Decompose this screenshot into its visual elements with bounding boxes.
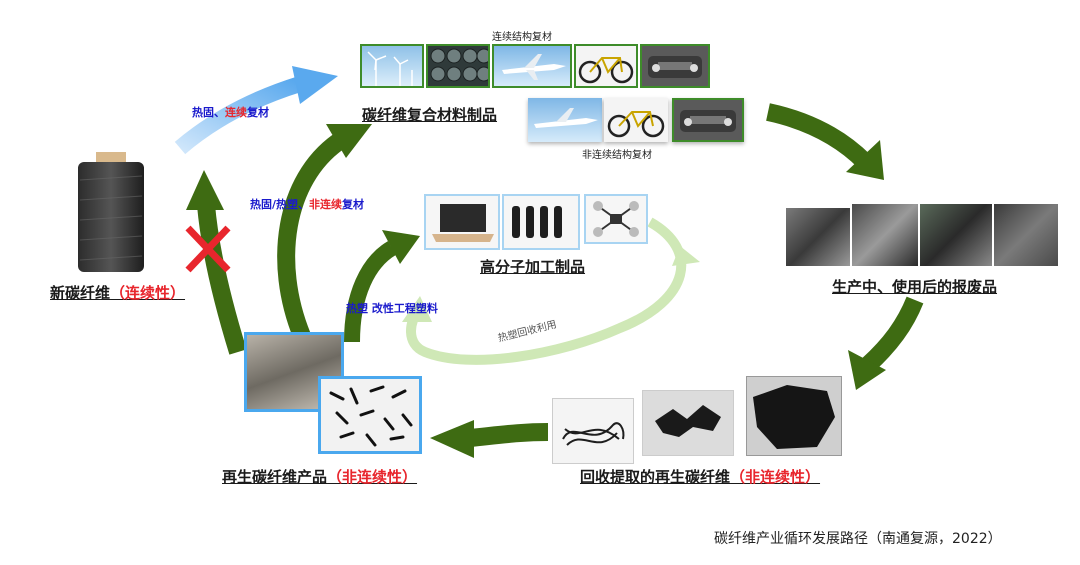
bicycle-icon	[574, 44, 638, 88]
arrow-recycled-to-top-left	[197, 204, 247, 355]
laptop-icon	[424, 194, 500, 250]
car-icon-2	[672, 98, 744, 142]
fiber-bundle-icon	[552, 398, 634, 464]
recovered-cf-label: 回收提取的再生碳纤维（非连续性）	[580, 468, 821, 486]
figure-caption: 碳纤维产业循环发展路径（南通复源，2022）	[714, 531, 1002, 547]
fiber-bundle-icon-2	[642, 390, 734, 456]
arrow-thermoplastic-loop	[406, 217, 687, 365]
arrow-recovered-to-recycled	[469, 423, 549, 447]
route3-label: 热塑 改性工程塑料	[346, 302, 438, 315]
arrow-composite-to-scrap	[766, 103, 872, 169]
arrow-scrap-to-recovered	[861, 296, 924, 372]
scrap-label: 生产中、使用后的报废品	[832, 278, 998, 296]
recycled-products-label: 再生碳纤维产品（非连续性）	[222, 468, 418, 486]
carbon-fiber-spool-icon	[78, 152, 144, 272]
wind-turbine-icon	[360, 44, 424, 88]
arrowhead-composite-to-scrap	[846, 140, 884, 180]
drone-icon	[584, 194, 648, 244]
airplane-icon-2	[528, 98, 602, 142]
arrowhead-scrap-to-recovered	[848, 350, 886, 390]
noncontinuous-structural-label: 非连续结构复材	[582, 150, 652, 161]
arrow-recycled-to-composite	[277, 134, 344, 340]
fiber-bundle-icon-3	[746, 376, 842, 456]
car-icon	[640, 44, 710, 88]
composite-products-label: 碳纤维复合材料制品	[362, 106, 498, 124]
cross-mark-icon	[185, 225, 231, 273]
arrowhead-recycled-to-polymer	[382, 230, 420, 264]
airplane-icon	[492, 44, 572, 88]
arrowhead-new-to-composite	[292, 66, 338, 104]
scrap-pile-icon-2	[852, 204, 918, 266]
pipes-icon	[426, 44, 490, 88]
route2-label: 热固/热塑、非连续复材	[250, 198, 365, 211]
arrow-recycled-to-polymer	[344, 241, 397, 343]
arrowhead-thermoplastic-loop-end	[402, 296, 432, 322]
chopped-fiber-image	[318, 376, 422, 454]
new-cf-label: 新碳纤维（连续性）	[50, 284, 186, 302]
scrap-pile-icon	[786, 208, 850, 266]
scrap-pile-icon-3	[920, 204, 992, 266]
arrow-new-to-composite	[174, 76, 303, 155]
bolts-icon	[502, 194, 580, 250]
arrowhead-recovered-to-recycled	[430, 420, 474, 458]
scrap-pile-icon-4	[994, 204, 1058, 266]
arrowhead-recycled-to-composite	[326, 124, 372, 158]
continuous-structural-label: 连续结构复材	[492, 32, 552, 43]
route1-label: 热固、连续复材	[192, 106, 269, 119]
bicycle-icon-2	[604, 98, 668, 142]
arrowhead-recycled-to-top-left	[186, 170, 224, 210]
arrowhead-thermoplastic-loop-top	[672, 246, 700, 266]
polymer-products-label: 高分子加工制品	[480, 258, 586, 276]
